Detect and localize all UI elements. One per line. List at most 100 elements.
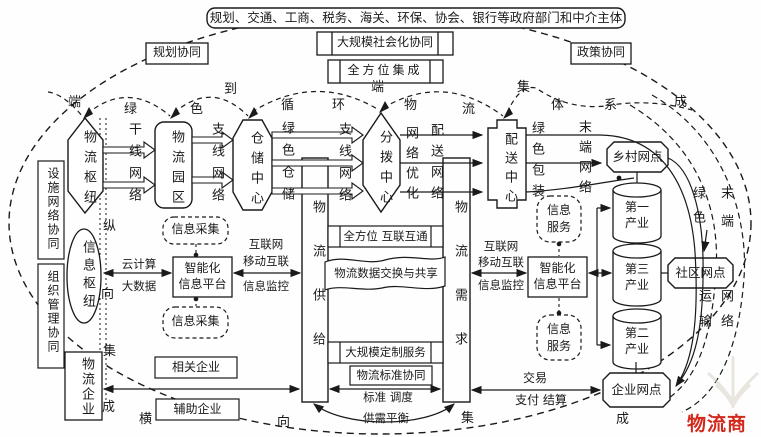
delivery-label: 配送中心 (502, 132, 517, 208)
arc-terminal-label: 末端 (718, 186, 733, 242)
wave-char-ji: 集 (517, 80, 531, 95)
watermark-text: 物流商会 (687, 413, 748, 435)
smart-platform-left-l1: 智能化 (184, 261, 221, 275)
vertical-links (635, 172, 638, 373)
wave-char-huan: 环 (332, 98, 346, 113)
left-axis-zong: 纵 (103, 219, 117, 234)
bottom-axis-heng: 横 (139, 412, 153, 427)
info-service-top-l2: 服务 (546, 220, 571, 234)
cloud-label: 云计算 (121, 257, 157, 271)
info-collect-bottom-label: 信息采集 (171, 314, 220, 328)
warehouse-label: 仓储中心 (248, 131, 263, 211)
related-firms-box (154, 356, 238, 379)
branch-network-label-2: 支线网络 (336, 122, 351, 210)
wave-char-lv: 绿 (124, 102, 138, 117)
mass-custom-label: 大规模定制服务 (345, 345, 426, 359)
bottom-axis-xiang: 向 (277, 415, 291, 430)
industry-3-l2: 产业 (624, 278, 649, 292)
watermark-logo (707, 356, 759, 409)
internet-left-l3: 信息监控 (243, 279, 289, 293)
dispatch-hexagon (362, 111, 401, 214)
government-box (206, 7, 626, 29)
wave-char-duan1: 端 (68, 95, 82, 110)
wave-char-ti: 体 (551, 98, 565, 113)
industry-1-l2: 产业 (624, 216, 649, 230)
junction-dots (193, 175, 622, 316)
enterprise-node-octagon (602, 372, 671, 408)
logistics-firm-box (64, 351, 103, 421)
data-share-wavy-box (324, 256, 446, 291)
arc-network-label: 网络 (718, 289, 733, 339)
related-firms-label: 相关企业 (171, 360, 220, 374)
bottom-axis-ji: 集 (461, 411, 475, 426)
park-box (154, 121, 193, 209)
dispatch-label: 分拨中心 (377, 130, 392, 210)
info-service-top-l1: 信息 (546, 203, 571, 217)
hub-hexagon (67, 116, 104, 215)
info-collect-top-box (162, 216, 229, 245)
mass-custom-box (327, 341, 444, 364)
left-axis-ji: 集 (103, 344, 117, 359)
org-collab-box (37, 263, 65, 369)
planning-collab-box (145, 42, 209, 65)
right-curves (526, 134, 710, 387)
right-dashed-arc-inner (629, 104, 718, 401)
logistics-firm-label: 物流企业 (79, 357, 94, 417)
smart-platform-left-box (172, 256, 233, 298)
wave-char-se: 色 (190, 102, 204, 117)
industry-bracket (596, 203, 612, 350)
data-share-label: 物流数据交换与共享 (334, 266, 438, 280)
branch-network-label-1: 支线网络 (209, 122, 224, 210)
supply-bar-label: 物流供给 (310, 200, 325, 376)
internet-right-l1: 互联网 (483, 239, 519, 253)
omni-integration-box (327, 59, 444, 84)
bigdata-label: 大数据 (121, 279, 157, 293)
right-dashed-arc-outer (651, 94, 746, 413)
wave-arrowheads (83, 101, 513, 119)
info-service-bottom-l2: 服务 (546, 339, 571, 353)
left-axis-cheng: 成 (102, 400, 116, 415)
net-optimize-label: 网络优化 (403, 126, 418, 206)
trunk-network-label: 干线网络 (126, 122, 141, 210)
omni-link-box (327, 225, 444, 248)
bottom-axis-cheng: 成 (616, 412, 630, 427)
info-hub-label: 信息枢纽 (80, 240, 95, 312)
info-collect-top-label: 信息采集 (171, 222, 220, 236)
facility-collab-label: 设施网络协同 (46, 167, 60, 251)
wave-char-cheng: 成 (674, 95, 688, 110)
hub-label: 物流枢纽 (81, 130, 96, 210)
trade-pay-label: 支付 结算 (515, 393, 567, 407)
industry-1-l1: 第一 (624, 200, 649, 214)
green-pack-label: 绿色包装 (529, 121, 544, 205)
arc-green-label: 绿色 (690, 186, 705, 234)
double-arrows (102, 268, 668, 423)
facility-collab-box (37, 160, 65, 260)
smart-platform-right-l2: 信息平台 (533, 277, 582, 291)
industry-3-l1: 第三 (624, 262, 649, 276)
delivery-net-label: 配送网络 (428, 123, 443, 207)
village-node-octagon (606, 141, 669, 173)
aux-firms-box (155, 398, 240, 421)
internet-left-l1: 互联网 (248, 237, 284, 251)
internet-left-l2: 移动互联 (243, 254, 289, 268)
industry-2-l2: 产业 (624, 342, 649, 356)
hollow-arrows (102, 125, 364, 201)
left-axis-xiang: 向 (101, 287, 115, 302)
smart-platform-left-l2: 信息平台 (178, 277, 227, 291)
info-hub-ellipse (66, 228, 102, 324)
delivery-cross-box (487, 119, 527, 209)
community-node-label: 社区网点 (675, 265, 726, 280)
policy-collab-box (570, 42, 632, 65)
terminal-net-label: 末端网络 (576, 120, 591, 200)
park-label: 物流园区 (169, 130, 184, 210)
smart-platform-right-box (527, 256, 588, 298)
government-box-label: 规划、交通、工商、税务、海关、环保、协会、银行等政府部门和中介主体 (209, 10, 623, 25)
planning-collab-label: 规划协同 (152, 45, 201, 59)
standard-sched-label: 标准 调度 (363, 390, 413, 404)
balance-label: 供需平衡 (363, 411, 409, 425)
green-storage-label: 绿色仓储 (279, 121, 294, 209)
internet-right-l2: 移动互联 (478, 255, 524, 269)
info-collect-bottom-box (162, 306, 229, 339)
wave-char-xi: 系 (604, 98, 618, 113)
